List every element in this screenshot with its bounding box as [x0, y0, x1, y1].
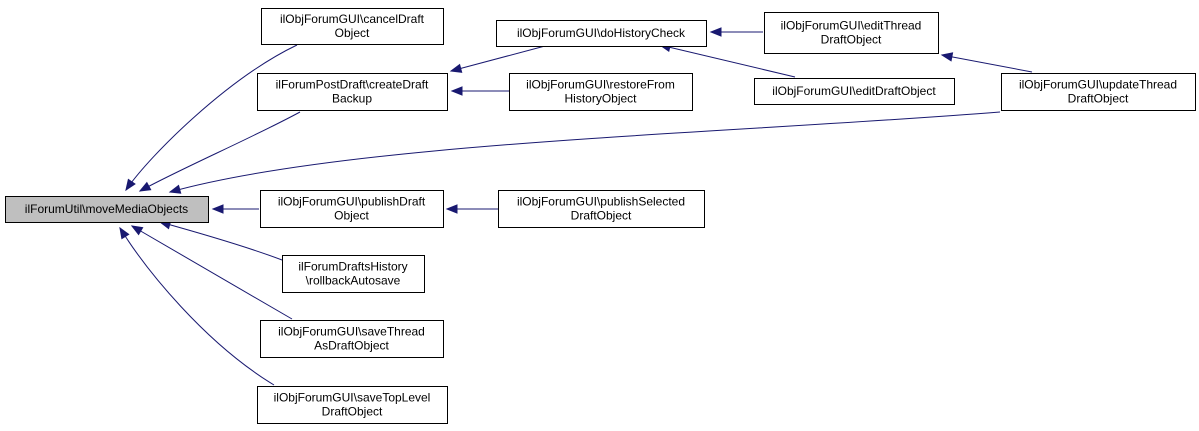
edge-line [119, 227, 275, 386]
node-label-line: DraftObject [821, 33, 882, 47]
arrowhead-icon [940, 52, 954, 62]
edge-edit_thread_draft-to-do_history_check [709, 27, 763, 37]
edge-line [131, 225, 293, 320]
node-edit-draft-object[interactable]: ilObjForumGUI\editDraftObject [754, 78, 955, 105]
edge-publish_selected_draft-to-publish_draft [445, 204, 498, 214]
node-label-line: Object [334, 209, 369, 223]
node-label-line: AsDraftObject [314, 339, 389, 353]
edge-line [139, 111, 301, 192]
edge-create_draft_backup-to-root [138, 111, 301, 192]
edge-line [169, 111, 1001, 193]
arrowhead-icon [119, 226, 130, 240]
node-box [5, 196, 209, 223]
node-label-line: Backup [332, 92, 372, 106]
node-label-line: ilObjForumGUI\editDraftObject [772, 84, 936, 98]
edge-line [125, 44, 298, 191]
node-box [261, 8, 444, 45]
edge-line [941, 54, 1033, 73]
node-label-line: Object [335, 26, 370, 40]
edge-cancel_draft-to-root [125, 44, 298, 192]
arrowhead-icon [168, 184, 182, 194]
node-root[interactable]: ilForumUtil\moveMediaObjects [5, 196, 209, 223]
node-label-line: ilObjForumGUI\updateThread [1019, 78, 1177, 92]
node-label-line: ilObjForumGUI\saveTopLevel [274, 391, 431, 405]
node-box [257, 73, 448, 111]
arrowhead-icon [211, 204, 224, 214]
edge-line [159, 221, 283, 261]
node-box [282, 255, 425, 293]
arrowhead-icon [130, 225, 144, 236]
arrowhead-icon [450, 86, 463, 96]
edge-do_history_check-to-create_draft_backup [449, 45, 546, 73]
node-label-line: ilForumUtil\moveMediaObjects [25, 202, 188, 216]
node-label-line: ilObjForumGUI\publishDraft [278, 195, 426, 209]
edge-save_top_level_draft-to-root [119, 226, 275, 386]
arrowhead-icon [138, 181, 152, 192]
node-do-history-check[interactable]: ilObjForumGUI\doHistoryCheck [496, 20, 707, 47]
node-label-line: ilObjForumGUI\doHistoryCheck [517, 26, 686, 40]
nodes-layer: ilForumUtil\moveMediaObjects ilObjForumGU… [5, 8, 1196, 424]
edge-update_thread_draft-to-edit_thread_draft [940, 52, 1033, 73]
node-label-line: DraftObject [322, 405, 383, 419]
node-box [498, 190, 705, 228]
node-box [1001, 73, 1196, 111]
node-label-line: HistoryObject [564, 92, 637, 106]
node-box [754, 78, 955, 105]
node-label-line: ilObjForumGUI\editThread [781, 19, 922, 33]
node-rollback-autosave[interactable]: ilForumDraftsHistory\rollbackAutosave [282, 255, 425, 293]
node-label-line: ilObjForumGUI\restoreFrom [526, 78, 675, 92]
node-label-line: ilForumPostDraft\createDraft [276, 78, 429, 92]
node-box [496, 20, 707, 47]
node-box [260, 190, 444, 228]
edge-restore_from_history-to-create_draft_backup [450, 86, 509, 96]
node-label-line: \rollbackAutosave [306, 274, 401, 288]
arrowhead-icon [445, 204, 458, 214]
node-label-line: DraftObject [1068, 92, 1129, 106]
node-box [260, 320, 444, 358]
node-box [257, 386, 448, 424]
node-label-line: ilObjForumGUI\saveThread [278, 325, 425, 339]
arrowhead-icon [449, 63, 463, 73]
node-box [764, 12, 939, 54]
node-label-line: ilObjForumGUI\publishSelected [517, 195, 685, 209]
node-label-line: ilForumDraftsHistory [298, 260, 407, 274]
edge-update_thread_draft-to-root [168, 111, 1001, 194]
edge-save_thread_as_draft-to-root [130, 225, 293, 320]
edge-publish_draft-to-root [211, 204, 259, 214]
node-label-line: DraftObject [571, 209, 632, 223]
edge-line [659, 44, 796, 78]
node-label-line: ilObjForumGUI\cancelDraft [280, 12, 425, 26]
edge-line [450, 45, 546, 72]
node-box [509, 73, 693, 111]
arrowhead-icon [125, 178, 136, 192]
arrowhead-icon [709, 27, 722, 37]
